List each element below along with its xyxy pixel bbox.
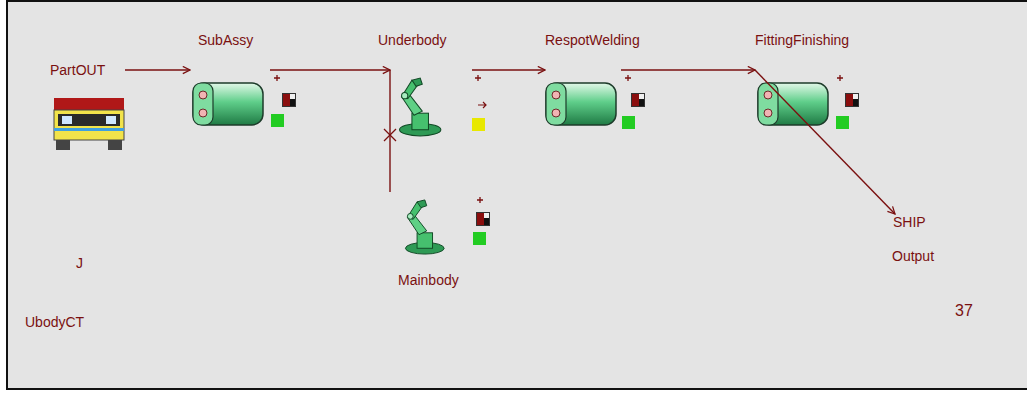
machine-icon xyxy=(546,83,616,125)
node-label: SHIP xyxy=(893,214,926,230)
route-line xyxy=(125,69,190,70)
source-node: PartOUT xyxy=(45,60,125,155)
route-line xyxy=(270,69,390,70)
route-line xyxy=(389,70,390,192)
route-line xyxy=(472,69,545,70)
variable-label: UbodyCT xyxy=(25,314,84,330)
variable-label: J xyxy=(76,255,83,271)
robot-node: Underbody xyxy=(390,32,472,112)
node-label: FittingFinishing xyxy=(755,32,849,48)
ship-node: SHIP xyxy=(893,214,935,234)
model-canvas xyxy=(6,0,1027,390)
status-indicators xyxy=(271,75,859,245)
node-label: PartOUT xyxy=(50,62,105,78)
node-label: Mainbody xyxy=(398,272,459,288)
machine-icon xyxy=(193,83,263,125)
node-label: SubAssy xyxy=(198,32,253,48)
robot-node: Mainbody xyxy=(385,192,485,292)
robot-icon xyxy=(400,78,441,136)
machine-node: RespotWelding xyxy=(545,32,621,130)
counter-value: 37 xyxy=(955,302,973,320)
robot-icon xyxy=(405,200,444,254)
truck-icon xyxy=(54,98,124,150)
node-label: Underbody xyxy=(378,32,447,48)
machine-icon xyxy=(758,83,828,125)
machine-node: SubAssy xyxy=(190,32,270,130)
node-label: RespotWelding xyxy=(545,32,640,48)
route-line xyxy=(755,70,895,214)
counter-name: Output xyxy=(892,248,934,264)
route-line xyxy=(621,69,755,70)
